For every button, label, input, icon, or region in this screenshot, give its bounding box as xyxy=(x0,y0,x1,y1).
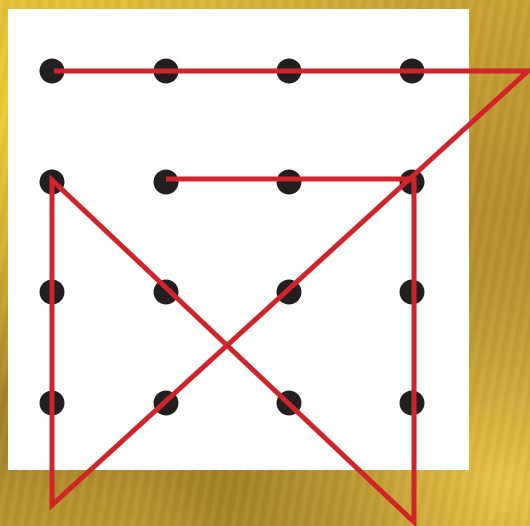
grid-dot-r2-c3 xyxy=(277,170,302,195)
grid-dot-r2-c2 xyxy=(154,170,179,195)
grid-dot-r3-c2 xyxy=(154,280,179,305)
